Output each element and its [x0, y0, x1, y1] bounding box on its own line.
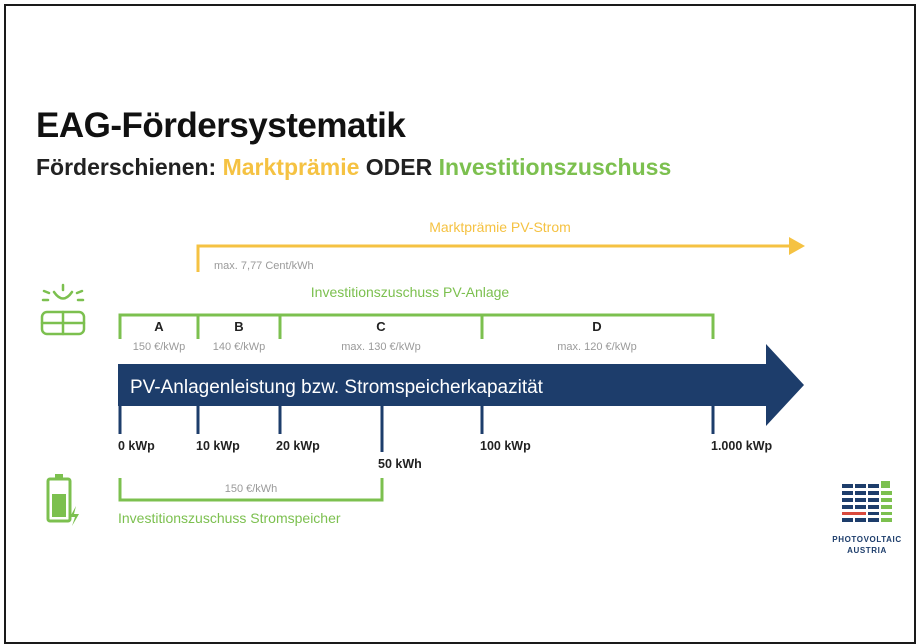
- logo-mark: [842, 481, 892, 522]
- subtitle-or: ODER: [359, 154, 439, 180]
- investment-pv-label: Investitionszuschuss PV-Anlage: [311, 284, 510, 300]
- tick-label-50-kwh: 50 kWh: [378, 457, 422, 471]
- segment-c-name: C: [376, 319, 386, 334]
- diagram-svg: Marktprämie PV-Strom max. 7,77 Cent/kWh …: [40, 219, 901, 555]
- solar-panel-icon: [40, 283, 86, 336]
- segment-d-name: D: [592, 319, 601, 334]
- logo-text-line1: PHOTOVOLTAIC: [832, 535, 901, 544]
- segment-b-name: B: [234, 319, 243, 334]
- segment-a-name: A: [154, 319, 164, 334]
- subtitle-prefix: Förderschienen:: [36, 154, 223, 180]
- segment-c-rate: max. 130 €/kWp: [341, 341, 420, 353]
- market-premium-max: max. 7,77 Cent/kWh: [214, 260, 314, 272]
- subtitle-market-premium: Marktprämie: [222, 154, 360, 180]
- segment-d-rate: max. 120 €/kWp: [557, 341, 636, 353]
- storage-bracket: [118, 478, 384, 502]
- market-premium-arrow-line: [196, 244, 792, 272]
- market-premium-label: Marktprämie PV-Strom: [429, 219, 571, 235]
- tick-label-100: 100 kWp: [480, 439, 531, 453]
- tick-label-0: 0 kWp: [118, 439, 155, 453]
- storage-label: Investitionszuschuss Stromspeicher: [118, 510, 341, 526]
- tick-label-1000: 1.000 kWp: [711, 439, 773, 453]
- subtitle-investment: Investitionszuschuss: [438, 154, 672, 180]
- page-title: EAG-Fördersystematik: [36, 106, 406, 145]
- segment-a-rate: 150 €/kWp: [133, 341, 186, 353]
- capacity-arrow: [118, 344, 804, 426]
- slide-frame: EAG-Fördersystematik Förderschienen: Mar…: [4, 4, 916, 644]
- battery-icon: [46, 474, 79, 526]
- logo-text-line2: AUSTRIA: [847, 546, 887, 555]
- investment-pv-bracket: [118, 313, 715, 339]
- capacity-axis-label: PV-Anlagenleistung bzw. Stromspeicherkap…: [130, 377, 544, 398]
- photovoltaic-austria-logo: PHOTOVOLTAIC AUSTRIA: [832, 481, 901, 555]
- storage-rate: 150 €/kWh: [225, 483, 278, 495]
- segment-b-rate: 140 €/kWp: [213, 341, 266, 353]
- tick-label-10: 10 kWp: [196, 439, 240, 453]
- market-premium-arrowhead: [789, 237, 805, 255]
- tick-label-20: 20 kWp: [276, 439, 320, 453]
- capacity-ticks: [118, 406, 715, 452]
- subtitle: Förderschienen: Marktprämie ODER Investi…: [36, 154, 671, 181]
